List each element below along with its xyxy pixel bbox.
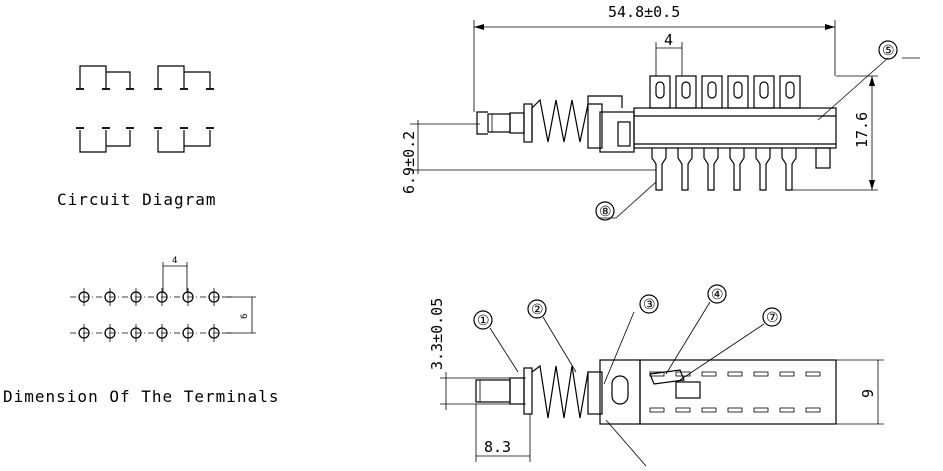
bottom-pin (781, 148, 797, 191)
top-terminal (753, 75, 775, 109)
terminal-layout (70, 262, 256, 342)
bottom-pin (651, 148, 667, 191)
offset-dim: 6.9±0.2 (400, 131, 418, 194)
circuit-diagram-label: Circuit Diagram (57, 190, 217, 209)
terminals-label: Dimension Of The Terminals (3, 387, 279, 406)
top-terminal (779, 75, 801, 109)
bottom-pin (729, 148, 745, 191)
plunger-length-dim: 8.3 (484, 438, 511, 456)
top-terminal (649, 75, 671, 109)
callout-1: ① (477, 313, 490, 329)
callout-3: ③ (643, 297, 656, 313)
callout-7: ⑤ (882, 43, 895, 59)
body-width-dim: 9 (859, 389, 877, 398)
bottom-pin (677, 148, 693, 191)
bottom-pin (755, 148, 771, 191)
overall-length-dim: 54.8±0.5 (608, 3, 680, 21)
callout-5: ⑦ (766, 310, 779, 326)
top-pitch-dim: 4 (664, 31, 673, 49)
side-view (410, 20, 920, 221)
circuit-diagram (76, 65, 214, 153)
callout-2: ② (531, 302, 544, 318)
top-terminal (727, 75, 749, 109)
terminal-pitch-dim: 4 (172, 256, 177, 266)
callout-4: ④ (711, 287, 724, 303)
bottom-pin (703, 148, 719, 191)
plunger-dia-dim: 3.3±0.05 (428, 298, 446, 370)
plan-view (440, 284, 884, 467)
callout-8: ⑧ (599, 204, 612, 220)
top-terminal (675, 75, 697, 109)
top-terminal (701, 75, 723, 109)
row-spacing-dim: 6 (240, 314, 250, 319)
height-dim: 17.6 (853, 112, 871, 148)
